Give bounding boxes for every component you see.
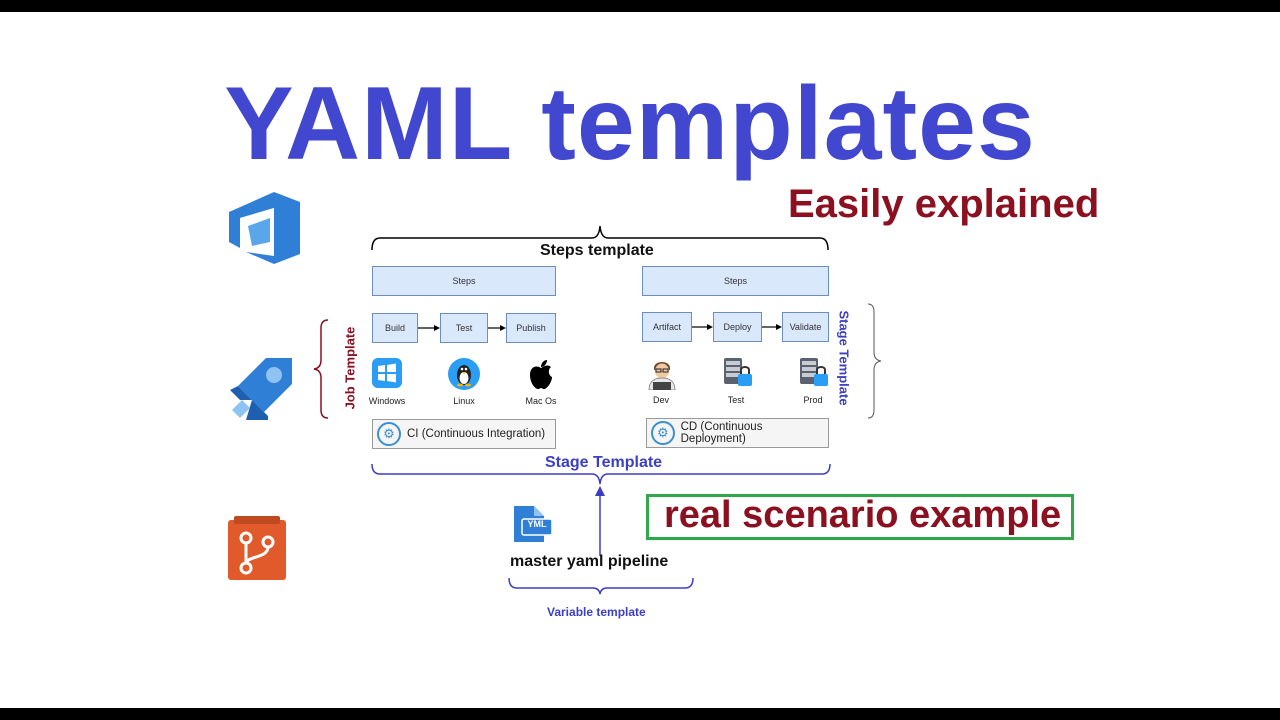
azure-devops-icon [229,192,300,264]
env-label-prod: Prod [803,395,823,405]
bottom-letterbox [0,708,1280,720]
cd-stage-box: ⚙ CD (Continuous Deployment) [646,418,829,448]
gear-icon: ⚙ [651,421,675,445]
server-lock-icon [724,358,752,386]
apple-icon [530,360,552,389]
variable-template-brace [508,577,694,595]
env-label-dev: Dev [652,395,669,405]
up-arrow [595,486,605,556]
job-template-brace [313,319,329,419]
yml-file-icon [514,506,552,542]
gear-icon: ⚙ [377,422,401,446]
top-letterbox [0,0,1280,12]
ci-build-box: Build [372,313,418,343]
stage-template-label: Stage Template [545,454,663,471]
linux-icon [448,358,480,390]
windows-icon [372,358,402,388]
cd-steps-box: Steps [642,266,829,296]
ci-publish-box: Publish [506,313,556,343]
platform-label-macos: Mac Os [525,396,557,406]
ci-flow-arrows [418,325,506,331]
azure-pipelines-icon [230,358,292,420]
server-lock-icon [800,358,828,386]
job-template-label: Job Template [342,326,358,410]
azure-repos-icon [228,516,286,580]
callout-text: real scenario example [664,494,1062,536]
stage-template-brace [371,463,831,485]
platform-label-linux: Linux [453,396,475,406]
yml-badge: YML [527,519,547,529]
developer-icon [648,362,676,390]
ci-stage-label: CI (Continuous Integration) [407,428,546,440]
cd-flow-arrows [692,324,782,330]
steps-template-label: Steps template [540,242,654,259]
cd-stage-label: CD (Continuous Deployment) [680,421,763,445]
ci-steps-box: Steps [372,266,556,296]
steps-template-brace [371,225,829,251]
master-pipeline-label: master yaml pipeline [510,553,669,570]
page-title: YAML templates [224,66,1036,182]
variable-template-label: Variable template [547,605,646,619]
stage-template-side-label: Stage Template [836,310,852,406]
env-label-test: Test [727,395,745,405]
subtitle: Easily explained [788,182,1100,226]
platform-label-windows: Windows [368,396,406,406]
cd-deploy-box: Deploy [713,312,762,342]
ci-test-box: Test [440,313,488,343]
cd-artifact-box: Artifact [642,312,692,342]
stage-template-side-brace [867,303,882,419]
callout-box [646,494,1074,540]
ci-stage-box: ⚙ CI (Continuous Integration) [372,419,556,449]
cd-validate-box: Validate [782,312,829,342]
